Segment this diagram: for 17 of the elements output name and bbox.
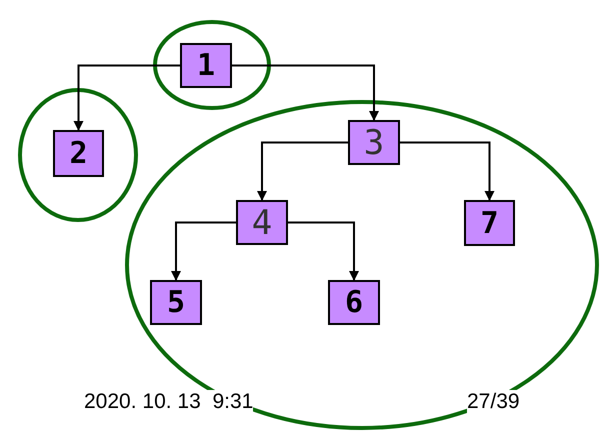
node-box: 6	[328, 280, 380, 325]
arrow	[232, 64, 379, 121]
arrow	[257, 142, 348, 201]
page-number: 27/39	[467, 390, 520, 414]
node-box: 5	[150, 280, 202, 325]
arrow	[74, 64, 180, 131]
node-box: 2	[53, 130, 104, 177]
arrow	[400, 142, 494, 201]
node-box: 4	[236, 200, 288, 245]
group-ellipse	[18, 88, 138, 222]
node-box: 3	[348, 120, 400, 165]
arrow	[171, 222, 236, 281]
group-ellipse	[153, 20, 271, 110]
node-box: 7	[464, 200, 515, 246]
node-box: 1	[180, 43, 232, 88]
arrow	[288, 222, 359, 281]
date-time-text: 2020. 10. 13 9:31	[84, 390, 254, 414]
